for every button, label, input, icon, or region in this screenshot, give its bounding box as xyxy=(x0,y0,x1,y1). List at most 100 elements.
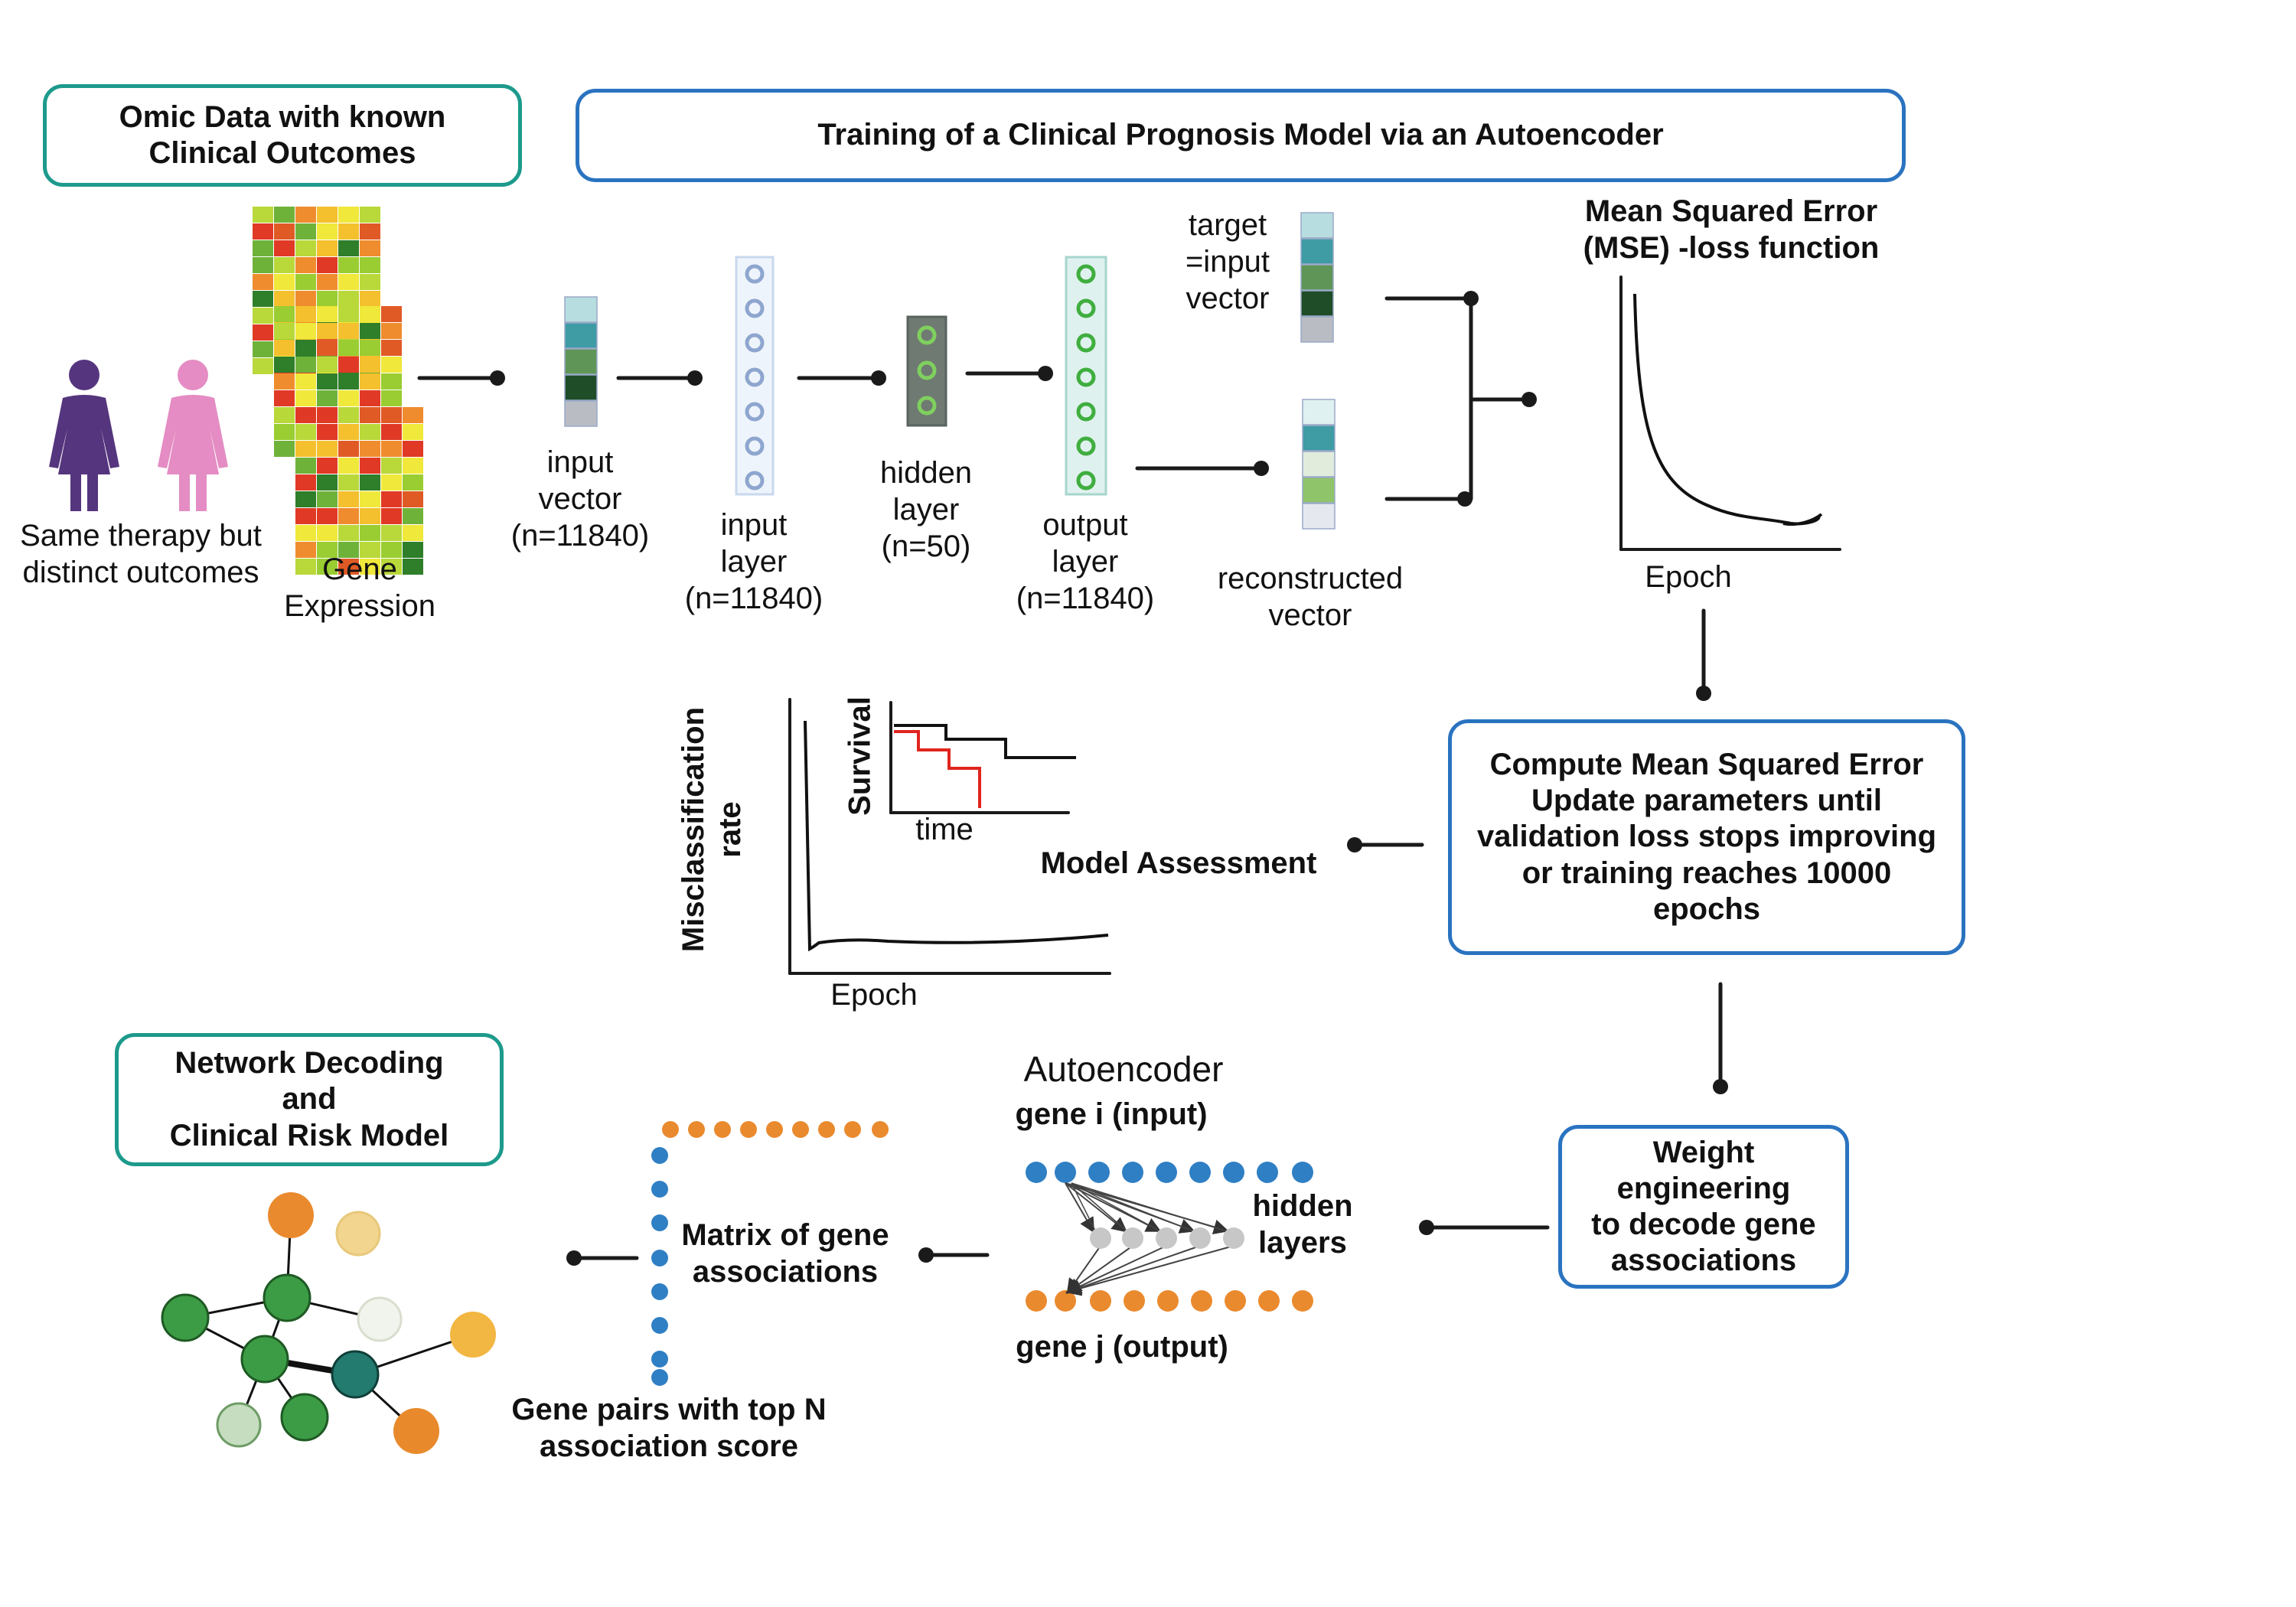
hidden-layer xyxy=(906,315,947,427)
input-layer-label: input layer (n=11840) xyxy=(684,508,823,615)
gene-i-dot xyxy=(1055,1162,1076,1183)
training-title-box: Training of a Clinical Prognosis Model v… xyxy=(576,89,1906,182)
survival-curve-black xyxy=(894,724,1076,759)
connector-dot xyxy=(1457,491,1473,507)
hidden-node-dot xyxy=(1122,1227,1143,1249)
output-layer xyxy=(1065,256,1107,496)
target-vector-label: target =input vector xyxy=(1185,208,1270,315)
input-layer xyxy=(735,256,775,496)
matrix-orange-dot xyxy=(766,1121,783,1138)
connector-dot xyxy=(871,370,886,386)
connector-dot xyxy=(1419,1220,1434,1235)
mse-epoch-label: Epoch xyxy=(1645,560,1732,594)
input-layer-node xyxy=(745,264,765,284)
hidden-node-dot xyxy=(1189,1227,1211,1249)
connector-dot xyxy=(1521,392,1537,407)
misclass-epoch-label: Epoch xyxy=(830,978,918,1012)
reconstructed-vector-label: reconstructed vector xyxy=(1217,562,1404,632)
matrix-blue-dot xyxy=(651,1147,668,1164)
omic-data-box: Omic Data with known Clinical Outcomes xyxy=(43,84,522,187)
mse-loss-curve-tail xyxy=(1782,513,1823,526)
autoencoder-arrow xyxy=(1071,1182,1230,1233)
matrix-label: Matrix of gene associations xyxy=(681,1218,889,1289)
gene-i-dot xyxy=(1122,1162,1143,1183)
output-layer-node xyxy=(1076,402,1096,422)
input-layer-node xyxy=(745,436,765,456)
model-assessment-label: Model Assessment xyxy=(1040,846,1317,880)
matrix-blue-dot xyxy=(651,1283,668,1300)
autoencoder-arrow xyxy=(1071,1182,1097,1233)
input-layer-node xyxy=(745,402,765,422)
gene-j-dot xyxy=(1258,1290,1280,1312)
connector-dot xyxy=(1038,366,1053,381)
network-node xyxy=(357,1296,403,1342)
autoencoder-arrow xyxy=(1071,1182,1163,1233)
gene-j-dot xyxy=(1157,1290,1179,1312)
gene-j-dot xyxy=(1191,1290,1212,1312)
gene-expression-label: Gene Expression xyxy=(284,553,435,623)
input-layer-node xyxy=(745,471,765,491)
matrix-blue-dot xyxy=(651,1317,668,1334)
output-layer-node xyxy=(1076,367,1096,387)
input-vector-icon xyxy=(564,296,598,427)
network-node xyxy=(280,1393,329,1442)
survival-ylabel: Survival xyxy=(843,696,877,816)
misclass-ylabel: Misclassification rate xyxy=(677,706,747,953)
input-layer-node xyxy=(745,298,765,318)
network-node xyxy=(331,1350,380,1399)
connector-dot xyxy=(1254,461,1269,476)
output-layer-node xyxy=(1076,333,1096,353)
reconstructed-vector-icon xyxy=(1302,399,1336,530)
person-pink-icon xyxy=(158,360,228,511)
gene-i-dot xyxy=(1156,1162,1177,1183)
matrix-orange-dot xyxy=(714,1121,731,1138)
autoencoder-arrow xyxy=(1065,1245,1167,1294)
autoencoder-arrow xyxy=(1071,1182,1129,1233)
gene-j-dot xyxy=(1292,1290,1313,1312)
misclass-curve xyxy=(804,720,1109,952)
matrix-orange-dot xyxy=(818,1121,835,1138)
connector-dot xyxy=(566,1250,582,1266)
autoencoder-arrow xyxy=(1065,1245,1133,1294)
gene-j-dot xyxy=(1124,1290,1145,1312)
person-purple-icon xyxy=(49,360,119,511)
output-layer-node xyxy=(1076,264,1096,284)
heatmap-3 xyxy=(295,407,423,575)
matrix-orange-dot xyxy=(662,1121,679,1138)
mse-loss-curve xyxy=(1633,293,1821,526)
network-node xyxy=(240,1335,289,1384)
gene-i-dot xyxy=(1189,1162,1211,1183)
survival-curve-red xyxy=(894,730,981,808)
matrix-blue-dot xyxy=(651,1250,668,1266)
hidden-layers-label: hidden layers xyxy=(1252,1189,1353,1260)
matrix-orange-dot xyxy=(740,1121,757,1138)
output-layer-node xyxy=(1076,298,1096,318)
autoencoder-arrow xyxy=(1065,1245,1201,1296)
gene-j-label: gene j (output) xyxy=(1016,1330,1228,1364)
autoencoder-label: Autoencoder xyxy=(1023,1049,1224,1089)
output-layer-node xyxy=(1076,471,1096,491)
gene-pairs-label: Gene pairs with top N association score xyxy=(511,1393,827,1463)
gene-j-dot xyxy=(1055,1290,1076,1312)
input-layer-node xyxy=(745,333,765,353)
matrix-blue-dot xyxy=(651,1351,668,1367)
hidden-layer-node xyxy=(917,325,937,345)
matrix-orange-dot xyxy=(688,1121,705,1138)
gene-i-dot xyxy=(1026,1162,1047,1183)
gene-j-dot xyxy=(1225,1290,1246,1312)
network-node xyxy=(216,1402,262,1448)
network-node xyxy=(263,1273,311,1322)
autoencoder-arrow xyxy=(1065,1182,1095,1234)
gene-i-dot xyxy=(1223,1162,1244,1183)
network-node xyxy=(450,1312,496,1358)
network-node xyxy=(268,1192,314,1238)
gene-j-dot xyxy=(1026,1290,1047,1312)
output-layer-label: output layer (n=11840) xyxy=(1016,508,1155,615)
output-layer-node xyxy=(1076,436,1096,456)
hidden-node-dot xyxy=(1156,1227,1177,1249)
hidden-node-dot xyxy=(1090,1227,1111,1249)
mse-title-label: Mean Squared Error (MSE) -loss function xyxy=(1583,194,1880,265)
target-vector-icon xyxy=(1300,212,1334,343)
